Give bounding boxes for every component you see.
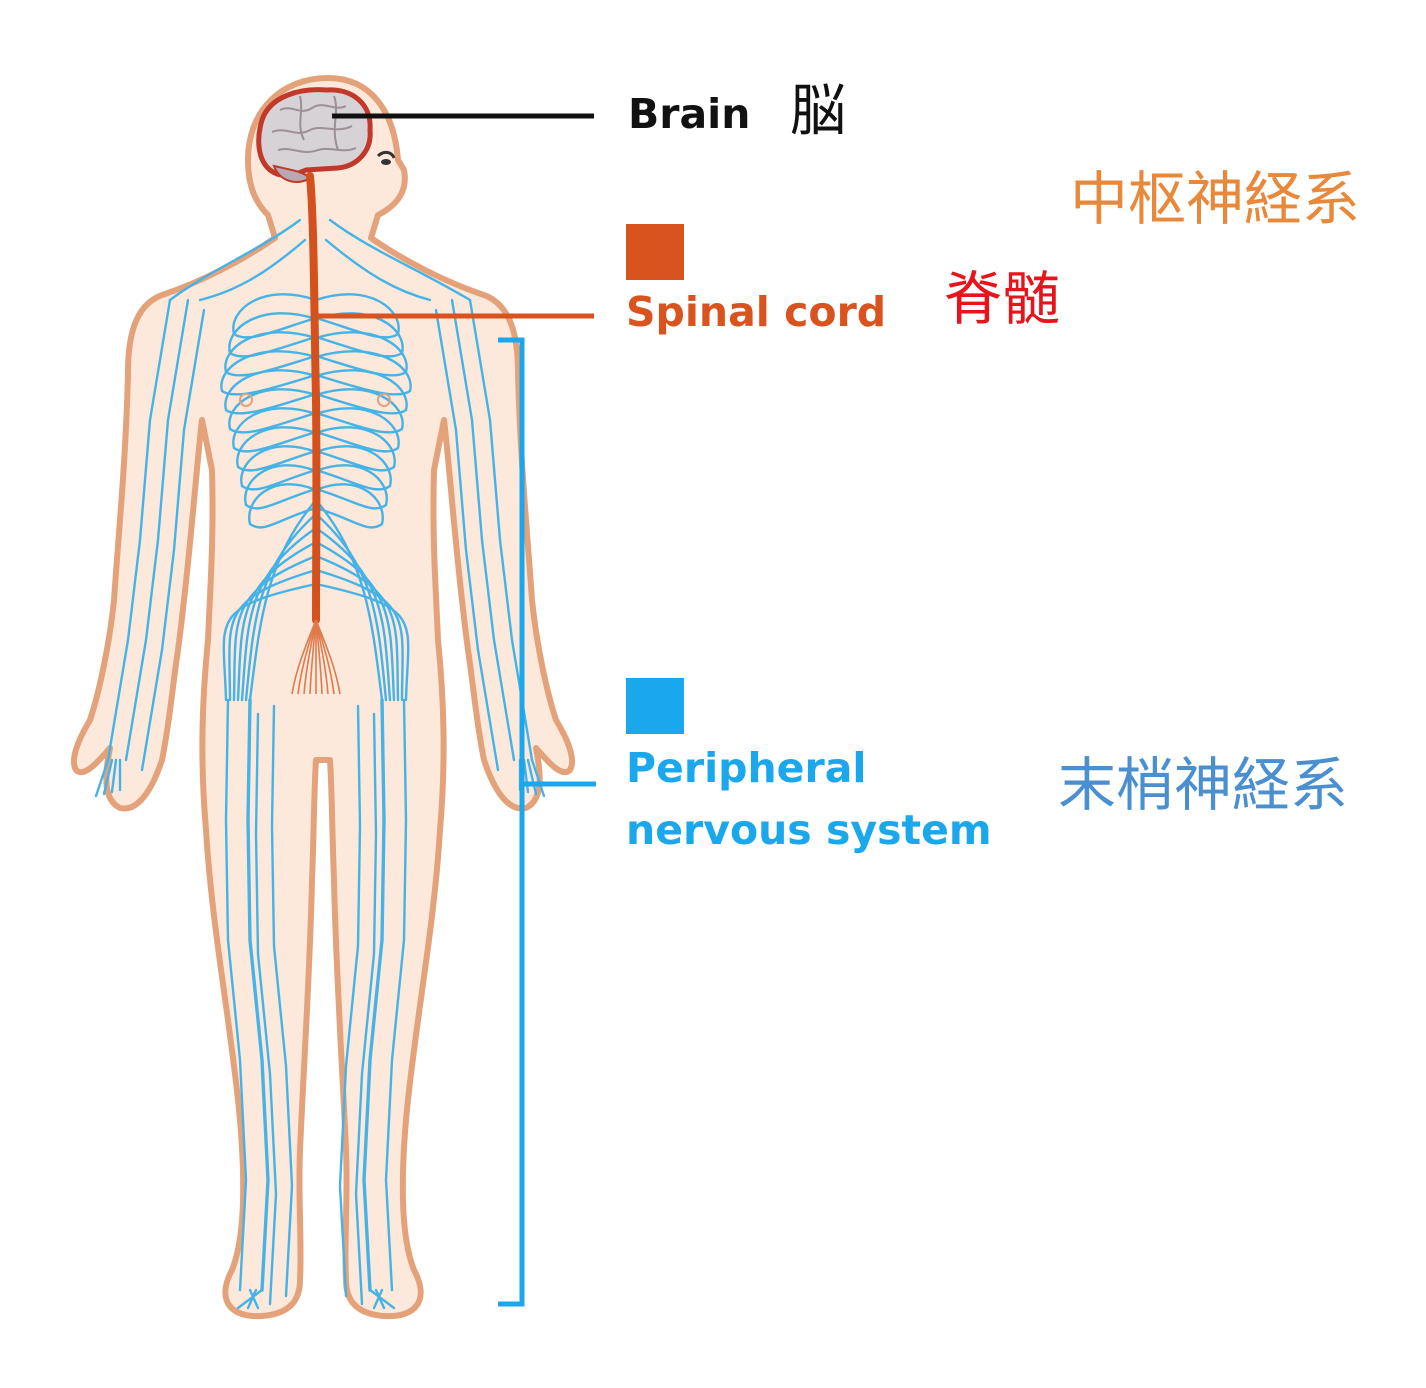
spinal-root: [309, 619, 317, 695]
nerve-path: [236, 1288, 264, 1310]
cauda-equina: [291, 619, 341, 695]
nerve-path: [236, 426, 318, 472]
spinal-root: [315, 619, 341, 695]
nerve-path: [314, 426, 396, 472]
nerve-path: [314, 350, 412, 396]
nerve-path: [314, 568, 404, 702]
nerve-path: [314, 498, 384, 702]
pns-label-en-line2: nervous system: [626, 806, 992, 854]
nerve-path: [270, 704, 294, 1298]
nipple-right: [377, 393, 391, 407]
nerve-path: [236, 540, 318, 702]
spinal-root: [303, 619, 317, 695]
spinal-cord-label-jp: 脊髄: [944, 265, 1061, 333]
nerve-path: [110, 758, 118, 794]
spinal-cord-label-en: Spinal cord: [626, 288, 887, 336]
nipple-left: [239, 393, 253, 407]
cns-label-jp: 中枢神経系: [1070, 165, 1361, 233]
pns-label-en-line1: Peripheral: [626, 744, 867, 792]
nerve-path: [434, 308, 500, 772]
nerve-path: [240, 445, 318, 491]
nerve-path: [314, 582, 410, 702]
spinal-cord: [306, 172, 321, 624]
nerve-path: [254, 712, 278, 1306]
nerve-path: [232, 554, 318, 702]
nerve-path: [314, 540, 396, 702]
brain-label-en: Brain: [628, 90, 751, 138]
nerve-path: [354, 712, 378, 1306]
nerve-path: [372, 1288, 384, 1310]
nerve-path: [228, 388, 318, 434]
pns-bracket: [498, 337, 596, 1307]
nerve-path: [168, 218, 302, 302]
nerve-path: [248, 483, 318, 529]
nerve-path: [314, 483, 384, 529]
nerve-path: [328, 218, 472, 302]
nerve-path: [94, 758, 110, 798]
nerve-path: [362, 698, 386, 1292]
pns-marker-square: [626, 678, 684, 734]
nerve-path: [228, 568, 318, 702]
nerve-path: [124, 298, 190, 762]
cns-marker-square: [626, 224, 684, 280]
nerve-path: [374, 1288, 386, 1310]
nerve-path: [224, 698, 248, 1292]
nerve-path: [522, 758, 530, 794]
brain-label-jp: 脳: [790, 79, 846, 144]
nerve-path: [450, 298, 516, 762]
nerve-path: [248, 498, 318, 702]
nerve-path: [244, 464, 318, 510]
nerve-path: [314, 554, 400, 702]
nerve-path: [248, 1288, 260, 1310]
nerve-path: [232, 407, 318, 453]
nerve-path: [530, 758, 546, 798]
nerve-path: [314, 407, 400, 453]
nerve-path: [324, 238, 432, 302]
nerve-path: [102, 758, 114, 796]
nerve-path: [224, 369, 318, 415]
nerve-path: [314, 388, 404, 434]
spinal-root: [297, 619, 317, 695]
nerve-path: [314, 369, 408, 415]
nerve-path: [246, 698, 270, 1292]
nerve-path: [314, 445, 392, 491]
nerve-path: [338, 704, 362, 1298]
nerve-path: [220, 350, 318, 396]
brain-illustration: [256, 87, 396, 183]
nerve-path: [222, 582, 318, 702]
pns-label-jp: 末梢神経系: [1058, 751, 1349, 819]
body-silhouette: [70, 75, 576, 1320]
nerve-path: [468, 298, 534, 762]
nerve-path: [246, 1288, 258, 1310]
nerve-path: [526, 758, 538, 796]
nerve-path: [368, 1288, 396, 1310]
nerve-path: [384, 698, 408, 1292]
nerve-path: [140, 308, 206, 772]
nerve-path: [106, 298, 172, 762]
nerve-path: [198, 238, 307, 302]
nerve-path: [314, 464, 388, 510]
